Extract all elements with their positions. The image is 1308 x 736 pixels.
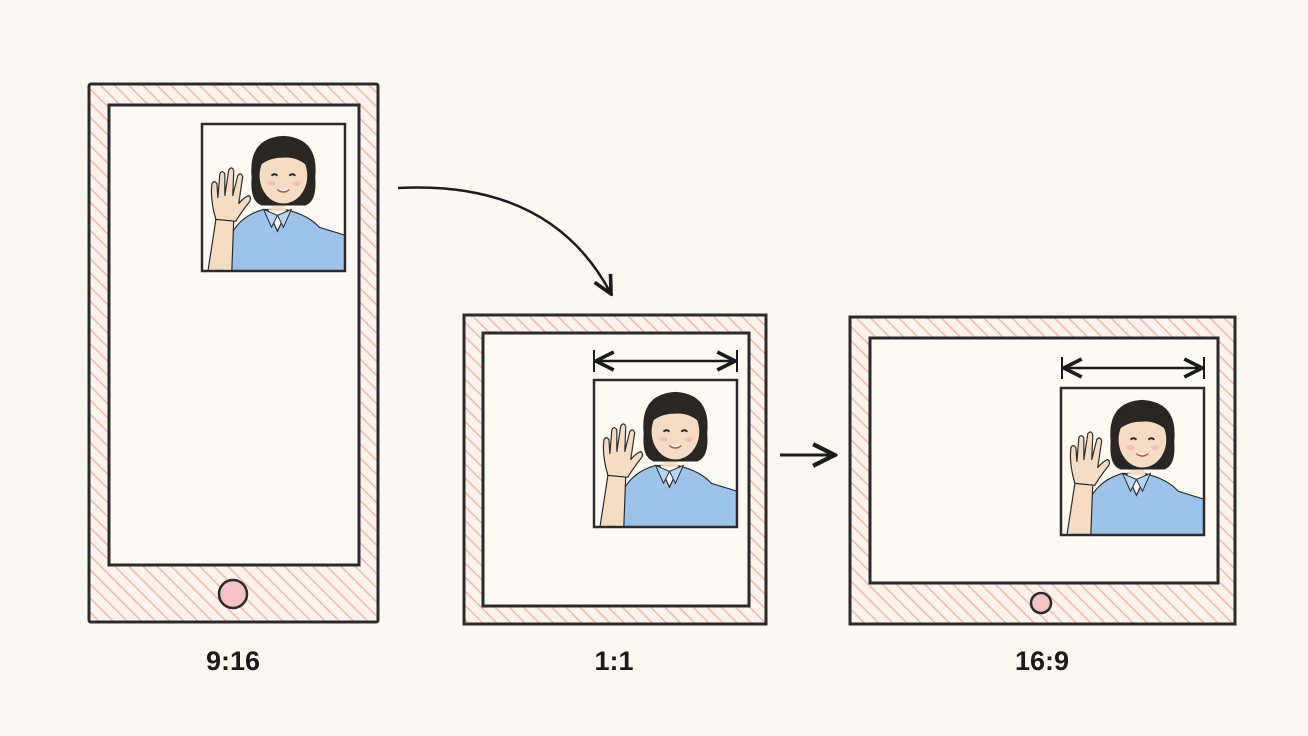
landscape-device — [848, 315, 1237, 626]
home-button — [217, 578, 249, 610]
home-button — [1029, 591, 1053, 615]
video-thumbnail-portrait — [200, 122, 347, 273]
portrait-device — [87, 82, 380, 624]
video-thumbnail-landscape — [1059, 386, 1206, 537]
aspect-ratio-label-9-16: 9:16 — [205, 646, 261, 676]
square-device — [462, 313, 768, 626]
curved-arrow-icon — [397, 186, 610, 292]
video-thumbnail-square — [592, 378, 739, 529]
aspect-ratio-label-1-1: 1:1 — [594, 646, 634, 676]
aspect-ratio-label-16-9: 16:9 — [1014, 646, 1070, 676]
